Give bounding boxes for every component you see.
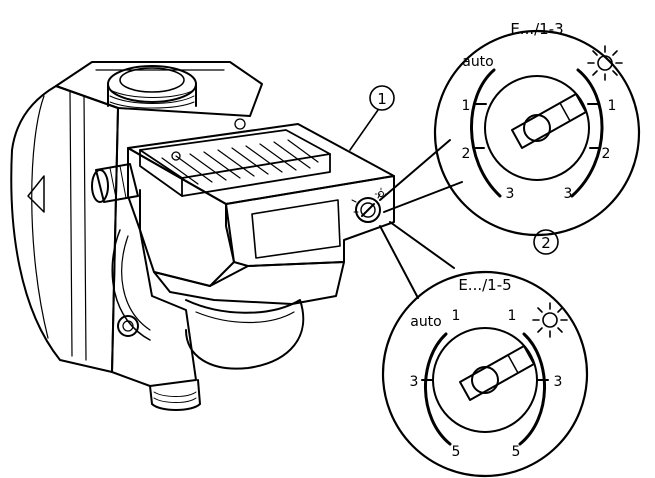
detail-bottom-title: E.../1-5 (458, 276, 511, 294)
detail-bottom-auto: auto (410, 314, 442, 330)
callout-1-leader (349, 109, 379, 151)
sun-icon (532, 302, 568, 338)
zoom-leader-bottom (379, 221, 455, 299)
svg-text:5: 5 (452, 444, 461, 460)
svg-text:2: 2 (541, 234, 551, 252)
svg-text:2: 2 (602, 146, 611, 162)
svg-text:1: 1 (377, 90, 387, 108)
svg-text:3: 3 (554, 374, 563, 390)
detail-bottom: E.../1-5 auto 1 3 5 1 3 5 (381, 270, 589, 478)
callout-1: 1 (369, 85, 395, 111)
svg-text:1: 1 (452, 308, 461, 324)
zoom-leader-top (379, 139, 463, 213)
svg-text:1: 1 (508, 308, 517, 324)
svg-text:1: 1 (462, 98, 471, 114)
selector-knob-icon (351, 193, 381, 223)
svg-text:1: 1 (608, 98, 617, 114)
callout-2: 2 (533, 229, 559, 255)
cooling-fins (161, 139, 319, 185)
detail-top-title: E.../1-3 (510, 20, 563, 38)
svg-text:3: 3 (564, 186, 573, 202)
svg-text:5: 5 (512, 444, 521, 460)
pump-housing-drawing (10, 61, 305, 411)
control-box-drawing (127, 123, 395, 305)
sun-icon (587, 45, 623, 81)
svg-text:3: 3 (410, 374, 419, 390)
svg-text:3: 3 (506, 186, 515, 202)
detail-top-auto: auto (462, 54, 494, 70)
svg-text:2: 2 (462, 146, 471, 162)
detail-top: E.../1-3 auto 1 2 3 1 2 3 (433, 20, 641, 237)
